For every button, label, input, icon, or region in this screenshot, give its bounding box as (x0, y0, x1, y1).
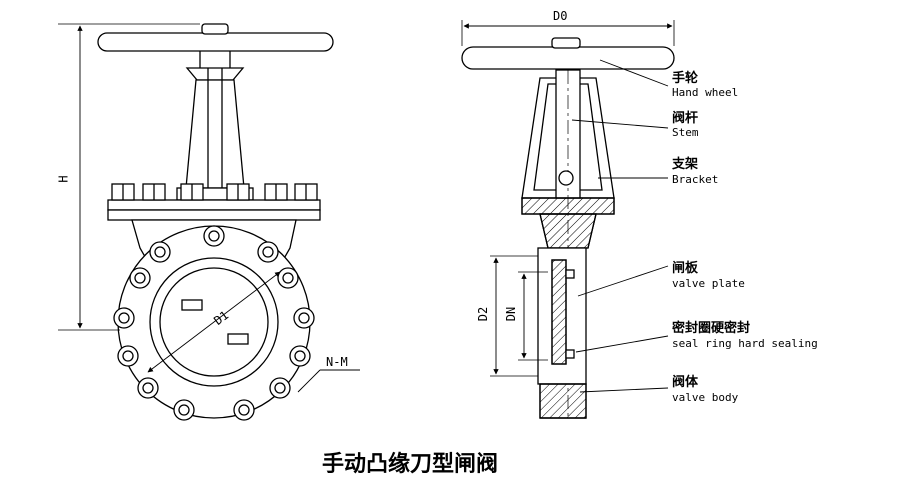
leader-lines (571, 59, 669, 393)
front-bracket (176, 68, 254, 201)
front-handwheel (97, 23, 334, 81)
bolt-holes (113, 225, 315, 421)
height-dim-label: H (56, 175, 71, 183)
figure-caption: 手动凸缘刀型闸阀 (321, 452, 498, 477)
front-view (58, 23, 360, 421)
bolt-spec-label: N-M (326, 355, 348, 369)
flange-diameter-label: D2 (476, 306, 491, 322)
front-flange (107, 183, 321, 221)
handwheel-diameter-label: D0 (553, 9, 568, 23)
section-view (461, 20, 675, 420)
nominal-diameter-label: DN (504, 306, 519, 322)
